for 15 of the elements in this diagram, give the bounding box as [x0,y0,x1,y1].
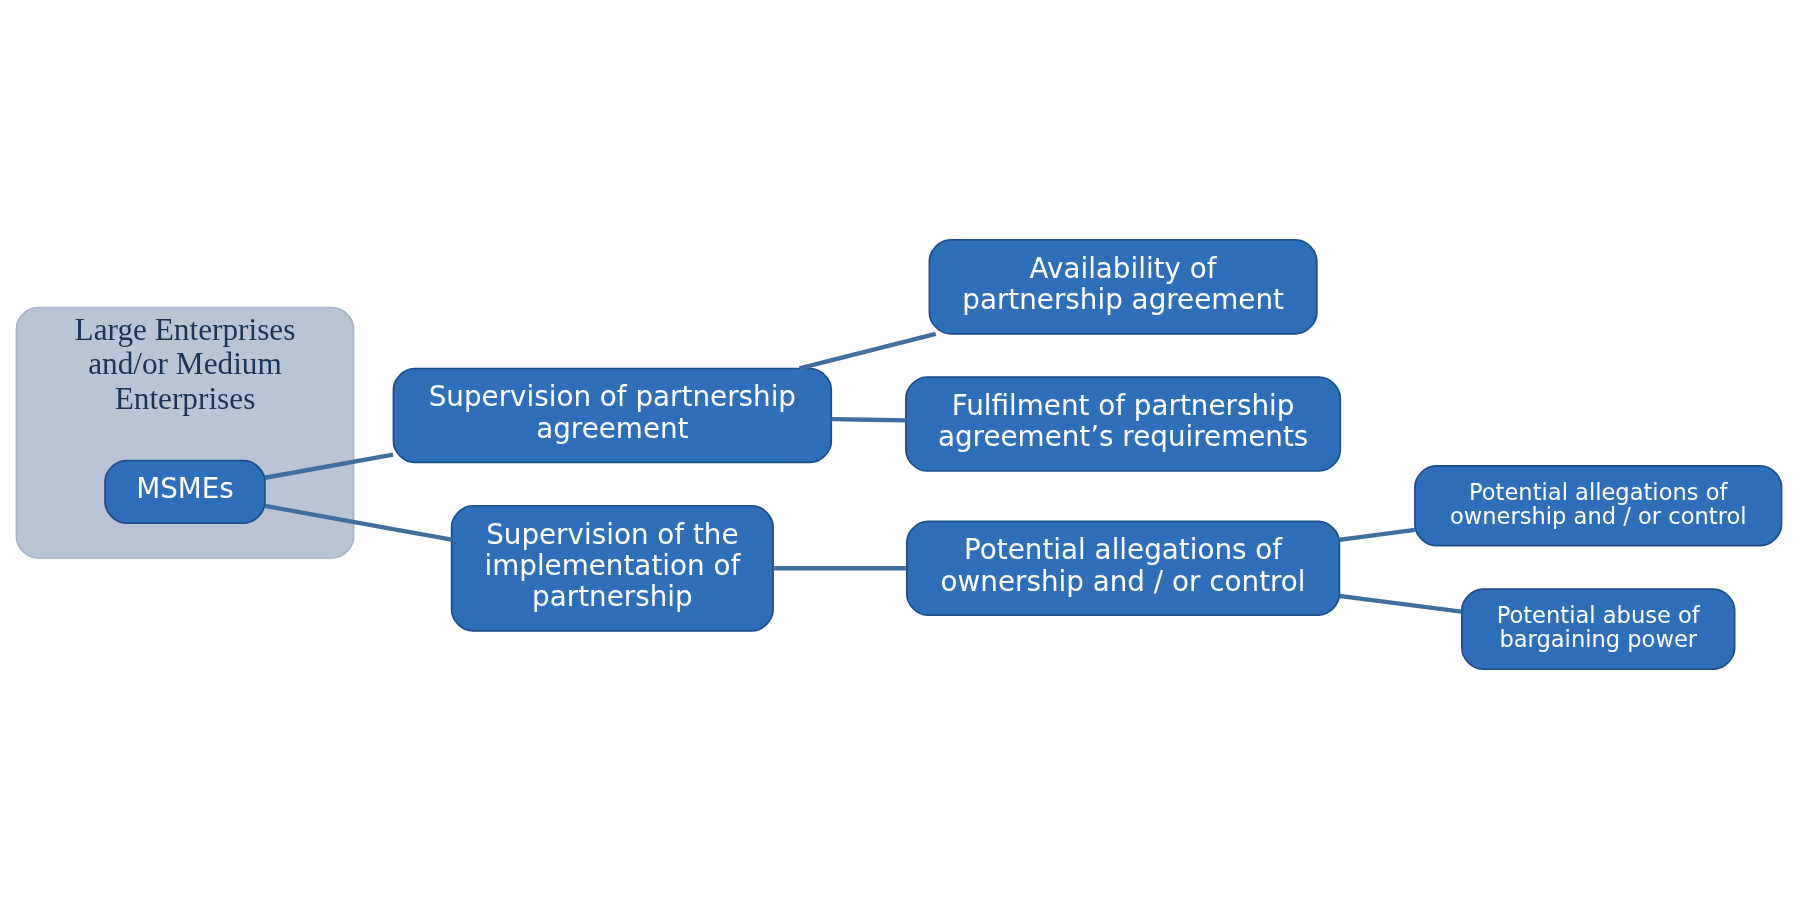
connector [264,503,452,542]
node-box: MSMEs [104,459,266,524]
connector [831,416,906,423]
connector [773,566,907,571]
node-box: Supervision of the implementation of partnership [450,504,774,632]
connector [264,452,394,480]
connector [1339,527,1416,542]
connector [798,331,937,371]
node-box: Supervision of partnership agreement [392,367,833,464]
connector [1339,593,1462,614]
node-box: Availability of partnership agreement [928,239,1318,335]
node-box: Fulfilment of partnership agreement’s requirements [905,376,1342,472]
node-box: Potential abuse of bargaining power [1461,588,1736,670]
node-box: Potential allegations of ownership and / or control [905,520,1341,617]
node-box: Potential allegations of ownership and / or control [1414,464,1783,547]
